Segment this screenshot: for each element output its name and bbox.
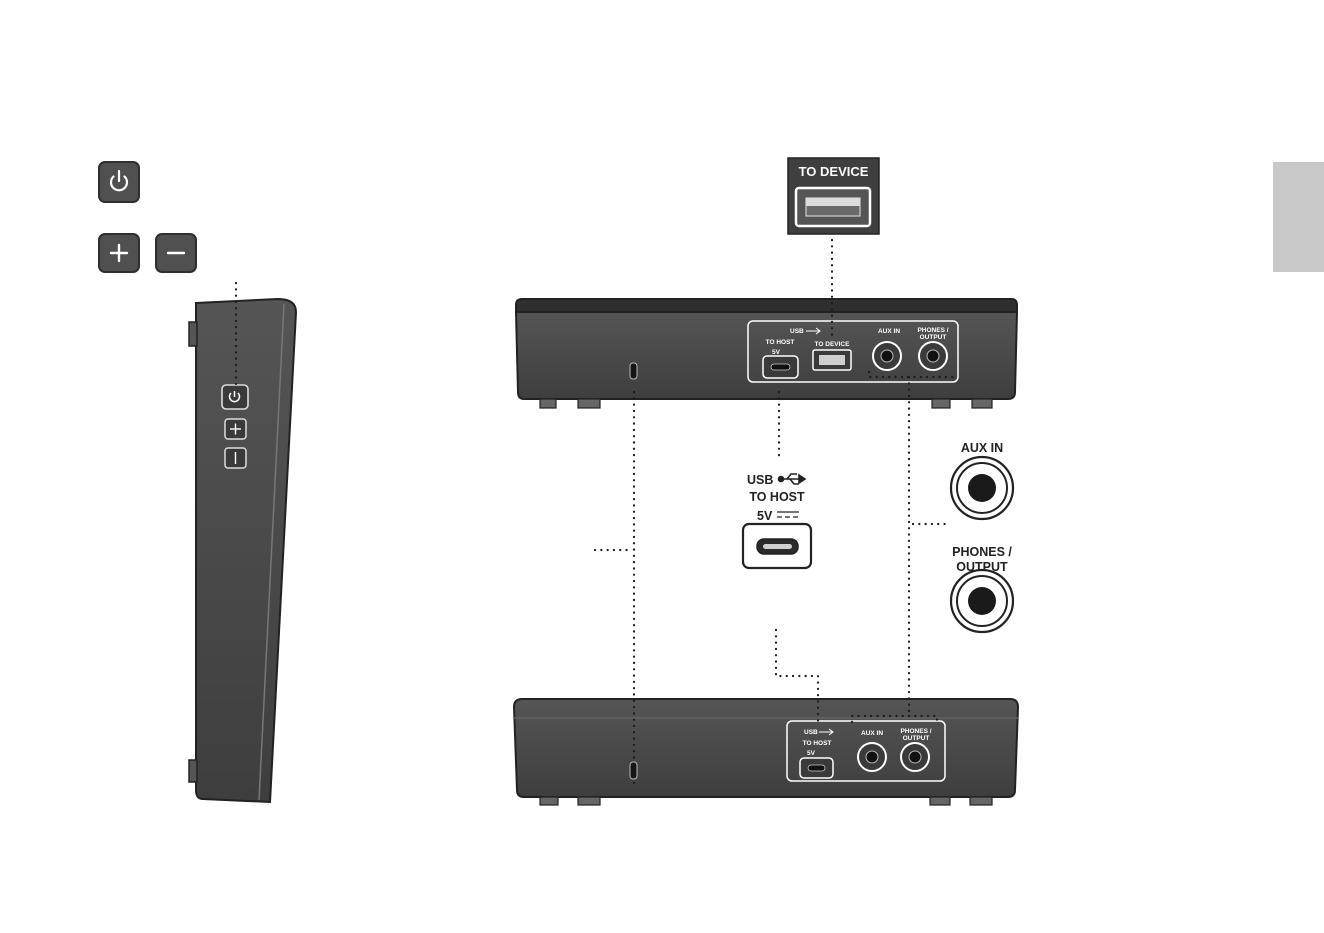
side-plus-button bbox=[225, 419, 246, 439]
svg-text:PHONES /: PHONES / bbox=[900, 728, 931, 735]
svg-text:PHONES /: PHONES / bbox=[917, 327, 948, 334]
side-minus-button bbox=[225, 448, 246, 468]
svg-text:OUTPUT: OUTPUT bbox=[920, 334, 947, 341]
security-slot-top bbox=[630, 363, 637, 379]
legend-power-button bbox=[99, 162, 139, 202]
svg-text:USB: USB bbox=[790, 328, 804, 335]
side-view bbox=[189, 299, 296, 802]
svg-text:USB: USB bbox=[804, 729, 818, 736]
to-device-callout-label: TO DEVICE bbox=[799, 164, 869, 179]
rear-panel-top: USB TO HOST 5V TO DEVICE AUX IN PHONES /… bbox=[516, 299, 1017, 408]
svg-text:USB: USB bbox=[747, 473, 773, 487]
usb-to-host-callout: USB TO HOST 5V bbox=[743, 473, 811, 568]
usb-icon bbox=[779, 474, 806, 484]
svg-text:TO HOST: TO HOST bbox=[803, 740, 832, 747]
svg-text:TO HOST: TO HOST bbox=[749, 490, 805, 504]
page-tab bbox=[1273, 162, 1324, 272]
svg-text:AUX IN: AUX IN bbox=[878, 328, 900, 335]
svg-text:5V: 5V bbox=[807, 750, 816, 757]
to-device-callout: TO DEVICE bbox=[788, 158, 879, 234]
svg-text:OUTPUT: OUTPUT bbox=[903, 735, 930, 742]
side-power-button bbox=[222, 385, 248, 409]
svg-text:5V: 5V bbox=[772, 349, 781, 356]
rear-panel-bottom: USB TO HOST 5V AUX IN PHONES / OUTPUT bbox=[514, 699, 1018, 805]
svg-text:TO DEVICE: TO DEVICE bbox=[815, 341, 851, 348]
legend-plus-button bbox=[99, 234, 139, 272]
aux-phones-callout: AUX IN PHONES / OUTPUT bbox=[951, 441, 1013, 632]
svg-text:TO HOST: TO HOST bbox=[766, 339, 795, 346]
svg-text:PHONES /: PHONES / bbox=[952, 545, 1012, 559]
svg-text:AUX IN: AUX IN bbox=[961, 441, 1003, 455]
svg-text:AUX IN: AUX IN bbox=[861, 730, 883, 737]
legend-minus-button bbox=[156, 234, 196, 272]
svg-text:5V: 5V bbox=[757, 509, 773, 523]
